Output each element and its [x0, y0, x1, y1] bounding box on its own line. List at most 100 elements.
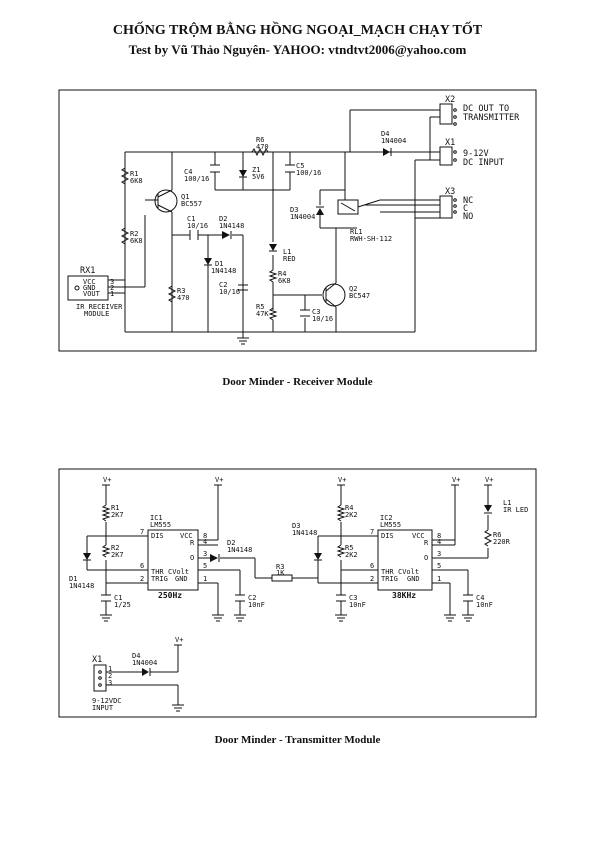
r1-value: 6K8 [130, 177, 143, 185]
ic1-num-2: 2 [140, 575, 144, 583]
rx1-desc-1: IR RECEIVER [76, 303, 123, 311]
vplus-2: V+ [215, 476, 223, 484]
t-r6-label: R6 [493, 531, 501, 539]
ic2-num-5: 5 [437, 562, 441, 570]
t-r1-label: R1 [111, 504, 119, 512]
ic2-num-1: 1 [437, 575, 441, 583]
t-r5-value: 2K2 [345, 551, 358, 559]
c3-value: 10/16 [312, 315, 333, 323]
t-d2-value: 1N4148 [227, 546, 252, 554]
r3-value: 470 [177, 294, 190, 302]
rl1-label: RL1 [350, 228, 363, 236]
t-c2-label: C2 [248, 594, 256, 602]
rx1-pin-vcc: VCC [83, 278, 96, 286]
t-r3-label: R3 [276, 563, 284, 571]
q1-value: BC557 [181, 200, 202, 208]
transmitter-components [83, 484, 493, 712]
t-x1-pin-3: 3 [108, 679, 112, 687]
t-r6-value: 220R [493, 538, 511, 546]
c5-value: 100/16 [296, 169, 321, 177]
ic1-pin-vcc: VCC [180, 532, 193, 540]
ic2-pin-trig: TRIG [381, 575, 398, 583]
ic1-num-3: 3 [203, 550, 207, 558]
ic1-num-8: 8 [203, 532, 207, 540]
receiver-frame [58, 89, 537, 352]
ic1-pin-thr: THR [151, 568, 164, 576]
ic2-label: IC2 [380, 514, 393, 522]
ic1-frequency: 250Hz [158, 591, 182, 600]
ic2-pin-cvolt: CVolt [398, 568, 419, 576]
t-d4-value: 1N4004 [132, 659, 157, 667]
t-d1-label: D1 [69, 575, 77, 583]
receiver-wires [108, 109, 440, 345]
x2-label: X2 [445, 95, 455, 105]
d2-label: D2 [219, 215, 227, 223]
z1-label: Z1 [252, 166, 260, 174]
ic2-pin-o: O [424, 554, 428, 562]
ic1-num-4: 4 [203, 538, 207, 546]
t-r5-label: R5 [345, 544, 353, 552]
r6-label: R6 [256, 136, 264, 144]
ic2-pin-vcc: VCC [412, 532, 425, 540]
t-r4-label: R4 [345, 504, 353, 512]
c1-label: C1 [187, 215, 195, 223]
x1-desc-1: 9-12V [463, 149, 489, 159]
rx1-pin-vout: VOUT [83, 290, 101, 298]
x2-desc-2: TRANSMITTER [463, 113, 520, 123]
vplus-3: V+ [338, 476, 346, 484]
t-c3-value: 10nF [349, 601, 366, 609]
vplus-1: V+ [103, 476, 111, 484]
x3-no-label: NO [463, 212, 473, 222]
ic1-num-1: 1 [203, 575, 207, 583]
vplus-4: V+ [452, 476, 460, 484]
t-x1-desc-1: 9-12VDC [92, 697, 122, 705]
ic2-pin-gnd: GND [407, 575, 420, 583]
ic2-pin-r: R [424, 539, 429, 547]
t-d3-label: D3 [292, 522, 300, 530]
c4-value: 100/16 [184, 175, 209, 183]
t-r1-value: 2K7 [111, 511, 124, 519]
ic2-num-2: 2 [370, 575, 374, 583]
vplus-6: V+ [175, 636, 183, 644]
z1-value: 5V6 [252, 173, 265, 181]
d3-label: D3 [290, 206, 298, 214]
d1-value: 1N4148 [211, 267, 236, 275]
q2-label: Q2 [349, 285, 357, 293]
t-c1-label: C1 [114, 594, 122, 602]
ic2-num-7: 7 [370, 528, 374, 536]
t-x1-desc-2: INPUT [92, 704, 114, 712]
ic2-pin-dis: DIS [381, 532, 394, 540]
d2-value: 1N4148 [219, 222, 244, 230]
t-r2-label: R2 [111, 544, 119, 552]
q2-value: BC547 [349, 292, 370, 300]
d1-label: D1 [215, 260, 223, 268]
ic1-pin-gnd: GND [175, 575, 188, 583]
c2-value: 10/16 [219, 288, 240, 296]
r3-label: R3 [177, 287, 185, 295]
ic1-pin-trig: TRIG [151, 575, 168, 583]
receiver-components [67, 103, 457, 321]
t-r4-value: 2K2 [345, 511, 358, 519]
c3-label: C3 [312, 308, 320, 316]
ic1-pin-r: R [190, 539, 195, 547]
x1-desc-2: DC INPUT [463, 158, 504, 168]
d4-label: D4 [381, 130, 389, 138]
ic1-pin-dis: DIS [151, 532, 164, 540]
t-d4-label: D4 [132, 652, 140, 660]
t-c4-label: C4 [476, 594, 484, 602]
receiver-caption: Door Minder - Receiver Module [222, 376, 373, 388]
t-c2-value: 10nF [248, 601, 265, 609]
t-l1-value: IR LED [503, 506, 528, 514]
t-r3-value: 1K [276, 569, 285, 577]
l1-label: L1 [283, 248, 291, 256]
x1-label: X1 [445, 138, 455, 148]
x3-c-label: C [463, 204, 468, 214]
d3-value: 1N4004 [290, 213, 315, 221]
x3-label: X3 [445, 187, 455, 197]
l1-value: RED [283, 255, 296, 263]
r2-value: 6K8 [130, 237, 143, 245]
rx1-pin-1: 1 [110, 290, 114, 298]
q1-label: Q1 [181, 193, 189, 201]
rx1-pin-3: 3 [110, 278, 114, 286]
